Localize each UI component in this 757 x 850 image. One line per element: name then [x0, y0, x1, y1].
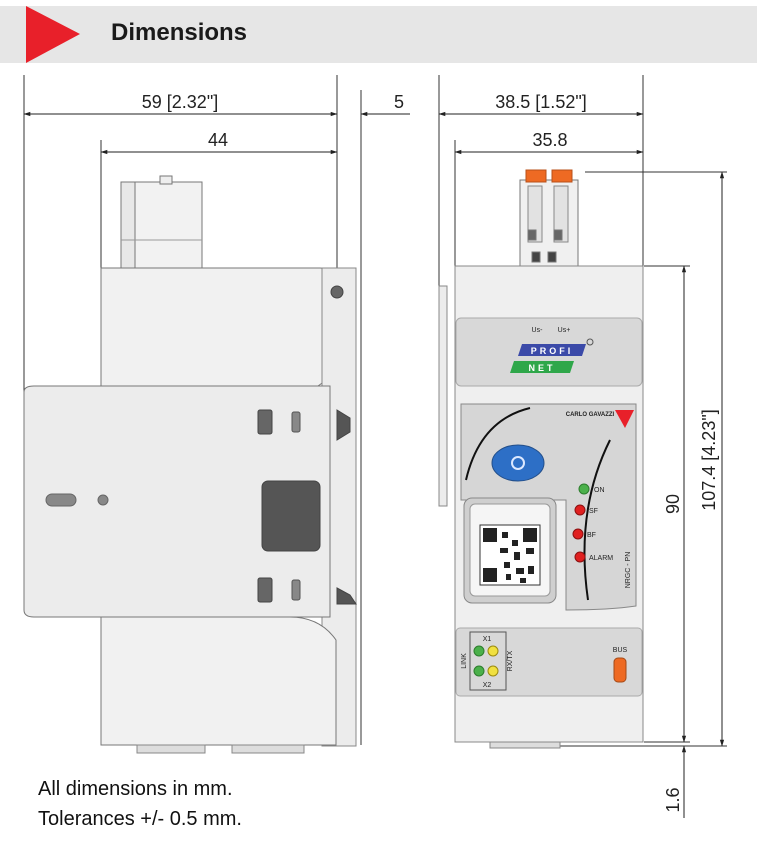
side-dim-offset: 5 — [394, 92, 404, 112]
label-us-minus: Us- — [532, 327, 544, 334]
logo-line2: NET — [529, 363, 556, 373]
rxtx-label: RX/TX — [507, 650, 514, 671]
bus-port-icon — [613, 657, 627, 683]
header-arrow-icon — [26, 6, 80, 63]
side-dim-width: 59 [2.32"] — [142, 92, 218, 112]
gear-button[interactable] — [491, 444, 545, 482]
led-alarm-icon — [574, 551, 586, 563]
led-bf-icon — [572, 528, 584, 540]
port-x2-label: X2 — [483, 682, 492, 689]
logo-line1: PROFI — [531, 346, 574, 356]
note-line-2: Tolerances +/- 0.5 mm. — [38, 808, 242, 830]
note-line-1: All dimensions in mm. — [38, 778, 233, 800]
led-x1-link-icon — [473, 645, 485, 657]
led-on-icon — [578, 483, 590, 495]
front-view — [438, 75, 727, 818]
bus-label: BUS — [613, 647, 628, 654]
brand-label: CARLO GAVAZZI — [566, 412, 615, 418]
front-dim-width: 38.5 [1.52"] — [495, 92, 586, 112]
front-dim-bottom: 1.6 — [663, 787, 683, 812]
qr-code-icon — [479, 524, 541, 586]
profinet-logo — [510, 338, 594, 373]
link-label: LINK — [461, 653, 468, 669]
model-label: NRGC - PN — [625, 552, 632, 589]
led-sf-icon — [574, 504, 586, 516]
led-sf-label: SF — [589, 508, 598, 515]
led-alarm-label: ALARM — [589, 555, 613, 562]
led-x2-link-icon — [473, 665, 485, 677]
brand-logo-icon — [615, 410, 634, 428]
section-header — [0, 6, 757, 63]
front-dim-height: 90 — [663, 494, 683, 514]
side-dim-inner: 44 — [208, 130, 228, 150]
led-x2-rxtx-icon — [487, 665, 499, 677]
label-us-plus: Us+ — [558, 327, 571, 334]
side-view — [23, 75, 410, 754]
front-dim-total-height: 107.4 [4.23"] — [699, 409, 719, 510]
led-on-label: ON — [594, 487, 605, 494]
gear-icon — [511, 456, 525, 470]
front-dim-inner: 35.8 — [532, 130, 567, 150]
led-bf-label: BF — [587, 532, 596, 539]
led-x1-rxtx-icon — [487, 645, 499, 657]
port-x1-label: X1 — [483, 636, 492, 643]
page-title: Dimensions — [111, 19, 248, 46]
